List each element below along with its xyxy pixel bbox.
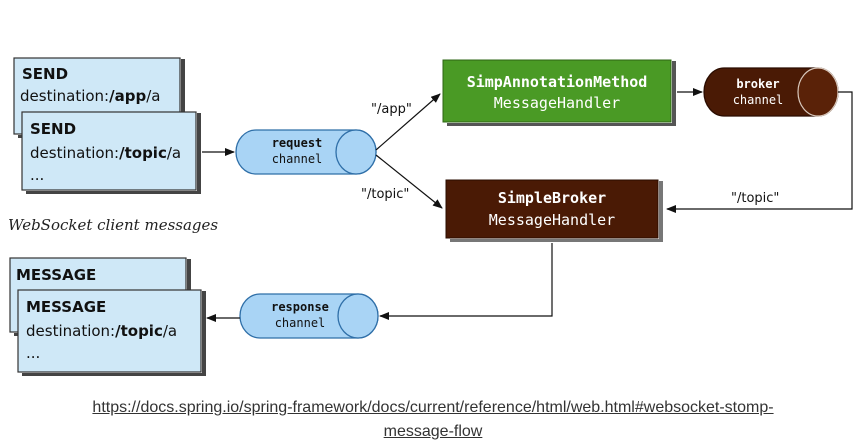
response-channel: response channel	[239, 293, 379, 339]
simple-broker-line1: SimpleBroker	[498, 189, 606, 207]
send-title-front: SEND	[30, 120, 76, 138]
request-channel-line1: request	[272, 136, 323, 150]
send-destination-back: destination:/app/a	[20, 87, 160, 105]
response-channel-line2: channel	[275, 316, 326, 330]
simple-broker-line2: MessageHandler	[489, 211, 615, 229]
broker-channel-line1: broker	[736, 77, 779, 91]
broker-channel-line2: channel	[733, 93, 784, 107]
arrow-simplebroker-to-response	[379, 243, 553, 320]
request-channel: request channel	[235, 129, 377, 175]
client-messages-label: WebSocket client messages	[8, 216, 219, 234]
send-destination-front: destination:/topic/a	[30, 144, 181, 162]
edge-label-topic-broker: "/topic"	[731, 191, 779, 206]
annotation-handler-line1: SimpAnnotationMethod	[467, 73, 648, 91]
simple-broker-handler: SimpleBroker MessageHandler	[445, 179, 663, 242]
edge-label-app: "/app"	[371, 102, 412, 117]
source-link-line1[interactable]: https://docs.spring.io/spring-framework/…	[92, 399, 774, 416]
send-title-back: SEND	[22, 65, 68, 83]
response-channel-line1: response	[271, 300, 329, 314]
annotation-method-handler: SimpAnnotationMethod MessageHandler	[442, 59, 676, 126]
source-caption: https://docs.spring.io/spring-framework/…	[0, 396, 866, 444]
send-more: ...	[30, 166, 44, 184]
message-front: MESSAGE destination:/topic/a ...	[17, 289, 206, 376]
arrow-request-to-annotation	[375, 93, 441, 151]
send-message-front: SEND destination:/topic/a ...	[21, 111, 201, 194]
broker-channel: broker channel	[703, 67, 839, 117]
message-destination: destination:/topic/a	[26, 322, 177, 340]
source-link-line2[interactable]: message-flow	[383, 423, 483, 440]
request-channel-line2: channel	[272, 152, 323, 166]
annotation-handler-line2: MessageHandler	[494, 94, 620, 112]
arrow-broker-channel-to-simplebroker	[666, 91, 853, 213]
arrow-request-to-simplebroker	[375, 154, 443, 209]
edge-label-topic: "/topic"	[361, 187, 409, 202]
message-more: ...	[26, 344, 40, 362]
message-title-back: MESSAGE	[16, 266, 96, 284]
message-title-front: MESSAGE	[26, 298, 106, 316]
